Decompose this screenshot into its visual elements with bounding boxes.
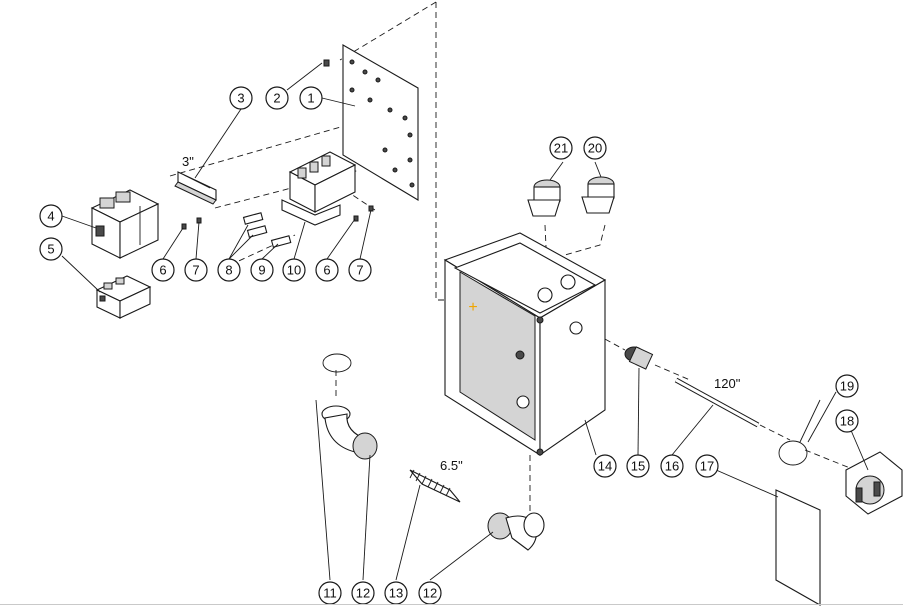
callout-9-label: 9 bbox=[258, 263, 265, 278]
callout-12b: 12 bbox=[418, 581, 442, 605]
panel-holes bbox=[349, 59, 415, 188]
callout-13-label: 13 bbox=[389, 586, 403, 601]
flex-hose bbox=[409, 469, 461, 503]
callout-7b: 7 bbox=[348, 258, 372, 282]
callout-6-label: 6 bbox=[159, 263, 166, 278]
overload-relay bbox=[95, 275, 152, 319]
callout-19: 19 bbox=[835, 374, 859, 398]
callout-15-label: 15 bbox=[631, 459, 645, 474]
callout-7: 7 bbox=[184, 258, 208, 282]
pilot-light-21 bbox=[527, 179, 561, 217]
callout-15: 15 bbox=[626, 454, 650, 478]
callout-11: 11 bbox=[318, 581, 342, 605]
callout-3: 3 bbox=[229, 86, 253, 110]
enclosure bbox=[443, 232, 607, 457]
callout-6: 6 bbox=[151, 258, 175, 282]
callout-3-label: 3 bbox=[237, 91, 244, 106]
callout-6b: 6 bbox=[315, 258, 339, 282]
callout-10-label: 10 bbox=[287, 263, 301, 278]
callout-16-label: 16 bbox=[665, 459, 679, 474]
callout-5: 5 bbox=[39, 237, 63, 261]
bottom-divider bbox=[0, 604, 903, 605]
panel-screw bbox=[323, 59, 330, 67]
rail-length-label: 3" bbox=[182, 154, 194, 169]
callout-20-label: 20 bbox=[588, 141, 602, 156]
conduit-assembly bbox=[321, 353, 545, 551]
power-cord bbox=[674, 377, 760, 428]
callout-17-label: 17 bbox=[700, 459, 714, 474]
cursor-marker: + bbox=[468, 299, 477, 316]
retaining-ring bbox=[778, 440, 808, 466]
callout-6b-label: 6 bbox=[323, 263, 330, 278]
callout-12-label: 12 bbox=[356, 586, 370, 601]
callout-2-label: 2 bbox=[273, 91, 280, 106]
callout-16: 16 bbox=[660, 454, 684, 478]
callout-7-label: 7 bbox=[192, 263, 199, 278]
callout-4: 4 bbox=[39, 204, 63, 228]
callout-8-label: 8 bbox=[225, 263, 232, 278]
callout-11-label: 11 bbox=[323, 586, 337, 601]
callout-1: 1 bbox=[299, 86, 323, 110]
callout-14: 14 bbox=[593, 454, 617, 478]
callout-4-label: 4 bbox=[47, 209, 54, 224]
small-screws bbox=[181, 205, 374, 230]
callout-9: 9 bbox=[250, 258, 274, 282]
callout-14-label: 14 bbox=[598, 459, 612, 474]
fuses bbox=[242, 212, 292, 248]
callout-21-label: 21 bbox=[554, 141, 568, 156]
back-panel bbox=[342, 44, 419, 201]
callout-12b-label: 12 bbox=[423, 586, 437, 601]
leader-lines bbox=[61, 62, 869, 581]
callout-21: 21 bbox=[549, 136, 573, 160]
cord-grip bbox=[624, 346, 654, 370]
callout-18: 18 bbox=[835, 409, 859, 433]
callout-8: 8 bbox=[217, 258, 241, 282]
callout-2: 2 bbox=[265, 86, 289, 110]
pilot-light-20 bbox=[581, 176, 615, 214]
callout-5-label: 5 bbox=[47, 242, 54, 257]
callout-17: 17 bbox=[695, 454, 719, 478]
callout-7b-label: 7 bbox=[356, 263, 363, 278]
contactor bbox=[90, 189, 160, 259]
callout-1-label: 1 bbox=[307, 91, 314, 106]
cord-length-label: 120" bbox=[714, 376, 741, 391]
din-rail bbox=[174, 171, 217, 205]
callout-13: 13 bbox=[384, 581, 408, 605]
plug bbox=[845, 451, 903, 515]
callout-20: 20 bbox=[583, 136, 607, 160]
callout-19-label: 19 bbox=[840, 379, 854, 394]
fuse-block bbox=[281, 151, 357, 226]
callout-12: 12 bbox=[351, 581, 375, 605]
hose-length-label: 6.5" bbox=[440, 458, 463, 473]
warning-tag bbox=[775, 489, 821, 606]
callout-18-label: 18 bbox=[840, 414, 854, 429]
callout-10: 10 bbox=[282, 258, 306, 282]
